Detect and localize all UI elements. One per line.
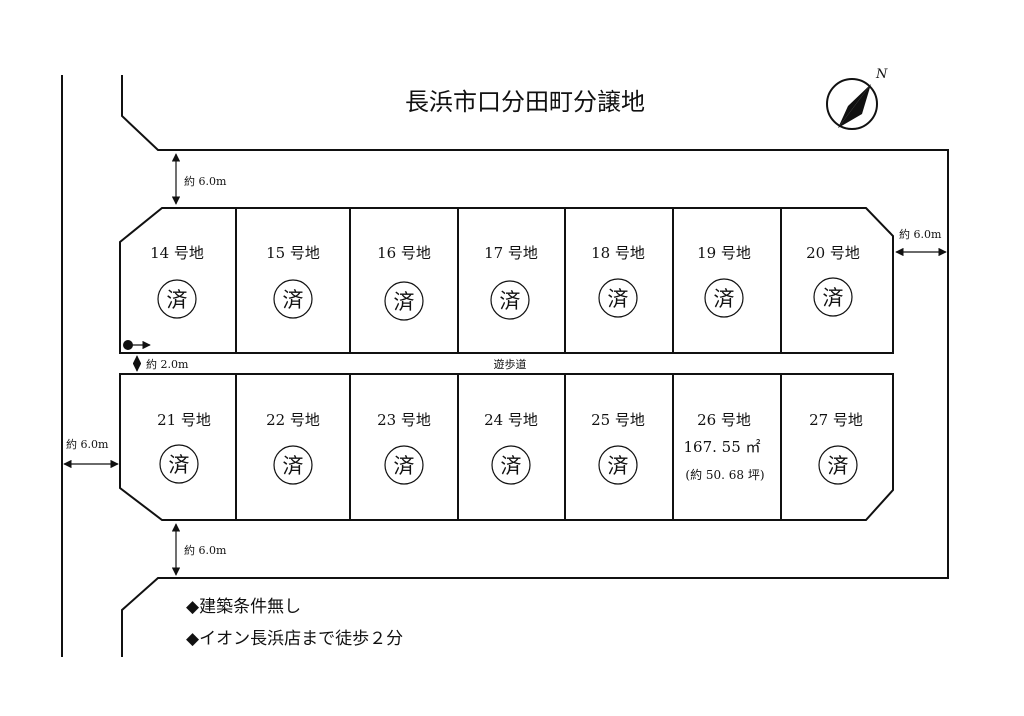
lot-label: 21 号地	[157, 411, 211, 429]
road-boundaries	[61, 75, 949, 657]
dim-bottom-road: 約 6.0m	[171, 523, 227, 576]
sold-mark: 済	[823, 286, 844, 310]
lot-23[interactable]: 23 号地 済	[377, 411, 431, 485]
compass-circle	[826, 78, 878, 130]
sold-mark: 済	[608, 454, 629, 478]
compass-label: N	[875, 67, 888, 82]
lot-17[interactable]: 17 号地 済	[484, 244, 538, 320]
sold-badge	[598, 278, 638, 318]
lot-25[interactable]: 25 号地 済	[591, 411, 645, 485]
sold-badge	[384, 281, 424, 321]
sold-mark: 済	[394, 290, 415, 314]
sold-mark: 済	[500, 289, 521, 313]
lot-19[interactable]: 19 号地 済	[697, 244, 751, 318]
north-compass: N	[826, 67, 888, 130]
sold-badge	[818, 445, 858, 485]
dim-right-road: 約 6.0m	[895, 227, 947, 257]
lot-label: 20 号地	[806, 244, 860, 262]
note-walk-distance: ◆イオン長浜店まで徒歩２分	[186, 629, 403, 649]
sold-badge	[159, 444, 199, 484]
lot-14[interactable]: 14 号地 済	[150, 244, 204, 319]
sold-mark: 済	[608, 287, 629, 311]
lot-label: 27 号地	[809, 411, 863, 429]
sold-badge	[490, 280, 530, 320]
lot-18[interactable]: 18 号地 済	[591, 244, 645, 318]
top-block-outline	[119, 207, 894, 354]
lot-22[interactable]: 22 号地 済	[266, 411, 320, 485]
sold-badge	[384, 445, 424, 485]
sold-mark: 済	[714, 287, 735, 311]
sold-mark: 済	[394, 454, 415, 478]
sold-mark: 済	[167, 288, 188, 312]
lot-label: 18 号地	[591, 244, 645, 262]
walkway-label: 遊歩道	[494, 357, 527, 371]
lot-16[interactable]: 16 号地 済	[377, 244, 431, 321]
lot-label: 19 号地	[697, 244, 751, 262]
lot-21[interactable]: 21 号地 済	[157, 411, 211, 484]
dim-top-road: 約 6.0m	[171, 153, 227, 205]
sold-badge	[157, 279, 197, 319]
dim-label: 約 6.0m	[184, 543, 227, 557]
north-arrow-shade	[838, 84, 871, 128]
sold-mark: 済	[169, 453, 190, 477]
dim-label: 約 6.0m	[184, 174, 227, 188]
lot-label: 23 号地	[377, 411, 431, 429]
sold-mark: 済	[283, 288, 304, 312]
sold-mark: 済	[501, 454, 522, 478]
sold-badge	[491, 445, 531, 485]
sold-mark: 済	[828, 454, 849, 478]
dim-label: 約 6.0m	[66, 437, 109, 451]
lot-label: 15 号地	[266, 244, 320, 262]
lot-area-tsubo: (約 50. 68 坪)	[685, 467, 764, 482]
lot-label: 17 号地	[484, 244, 538, 262]
lot-dividers	[235, 208, 782, 520]
lot-20[interactable]: 20 号地 済	[806, 244, 860, 317]
lot-label: 16 号地	[377, 244, 431, 262]
note-building-condition: ◆建築条件無し	[186, 597, 301, 617]
sold-badge	[273, 445, 313, 485]
entry-dot-icon	[123, 340, 133, 350]
sold-mark: 済	[283, 454, 304, 478]
lot-24[interactable]: 24 号地 済	[484, 411, 538, 485]
lot-27[interactable]: 27 号地 済	[809, 411, 863, 485]
outer-road-edge	[121, 75, 949, 657]
dim-path: 約 2.0m	[132, 355, 189, 372]
lot-label: 14 号地	[150, 244, 204, 262]
page-title: 長浜市口分田町分譲地	[405, 88, 645, 116]
sold-badge	[704, 278, 744, 318]
lot-26[interactable]: 26 号地 167. 55 ㎡ (約 50. 68 坪)	[683, 411, 764, 482]
entry-marker	[123, 340, 151, 350]
dim-left-road: 約 6.0m	[63, 437, 119, 469]
bottom-block-outline	[119, 373, 894, 521]
lot-label: 22 号地	[266, 411, 320, 429]
lot-label: 26 号地	[697, 411, 751, 429]
dim-label: 約 6.0m	[899, 227, 942, 241]
lot-area: 167. 55 ㎡	[683, 438, 760, 456]
lot-15[interactable]: 15 号地 済	[266, 244, 320, 319]
dim-label: 約 2.0m	[146, 357, 189, 371]
lot-label: 25 号地	[591, 411, 645, 429]
sold-badge	[273, 279, 313, 319]
lot-label: 24 号地	[484, 411, 538, 429]
sold-badge	[598, 445, 638, 485]
sold-badge	[813, 277, 853, 317]
